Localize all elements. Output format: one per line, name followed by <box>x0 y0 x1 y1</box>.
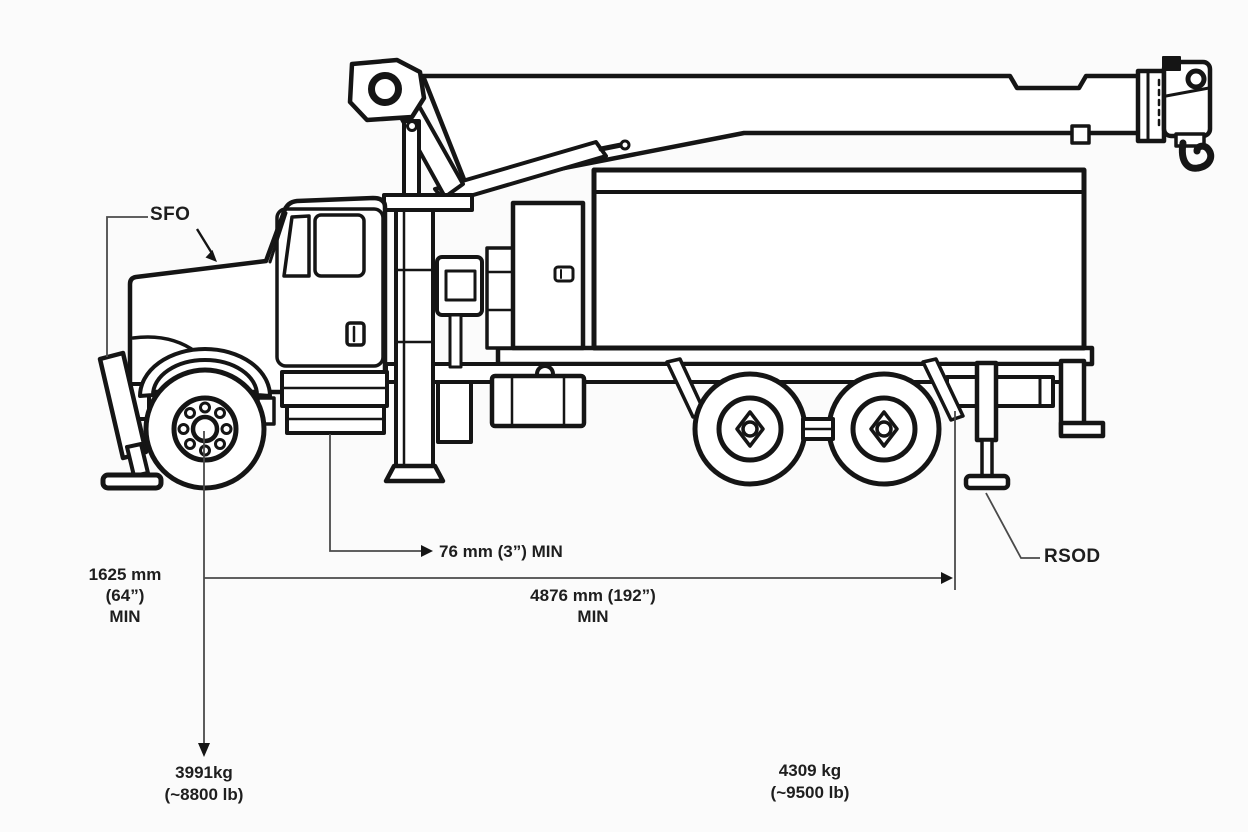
hook-icon <box>1178 139 1215 172</box>
front-min-line2: (64”) <box>105 586 145 605</box>
front-wheel <box>143 367 267 491</box>
span-line1: 4876 mm (192”) <box>530 586 656 605</box>
front-weight-line2: (~8800 lb) <box>164 785 244 804</box>
door-window <box>313 213 366 278</box>
pedestal-front-outrigger <box>382 193 484 484</box>
front-axle-arrowhead <box>198 743 210 757</box>
dimension-lines <box>106 216 1040 744</box>
front-min-dim-label: 1625 mm (64”) MIN <box>72 564 178 627</box>
service-body <box>485 167 1087 351</box>
rear-weight-line2: (~9500 lb) <box>770 783 850 802</box>
clearance-dim-label: 76 mm (3”) MIN <box>439 542 563 561</box>
front-fender <box>138 347 272 398</box>
span-arrowhead <box>941 572 953 584</box>
front-weight-line1: 3991kg <box>175 763 233 782</box>
rsod-label: RSOD <box>1044 546 1101 567</box>
span-dim-label: 4876 mm (192”) MIN <box>473 585 713 627</box>
rear-weight-label: 4309 kg (~9500 lb) <box>752 760 868 804</box>
cab-steps <box>256 370 389 435</box>
rear-wheel-1 <box>692 371 808 487</box>
rear-weight-line1: 4309 kg <box>778 761 842 780</box>
rear-outrigger-rsod <box>963 360 1011 491</box>
front-outrigger-pad <box>383 463 446 484</box>
cab-door <box>275 207 385 368</box>
front-min-line1: 1625 mm <box>88 565 162 584</box>
clearance-dim-line <box>329 434 422 552</box>
dimension-arrows <box>195 228 953 757</box>
sfo-pad <box>100 472 164 491</box>
door-handle <box>345 321 366 347</box>
front-weight-label: 3991kg (~8800 lb) <box>148 762 260 806</box>
front-min-line3: MIN <box>109 607 141 626</box>
under-frame-box <box>436 380 473 444</box>
rsod-leader-line <box>985 492 1040 559</box>
sfo-arrowhead <box>205 250 217 262</box>
fuel-tank <box>489 364 587 429</box>
span-line2: MIN <box>577 607 609 626</box>
sfo-leader-line <box>106 216 148 357</box>
rear-wheel-2 <box>826 371 942 487</box>
cargo-box <box>591 167 1087 351</box>
boom-pivot <box>347 57 465 201</box>
clearance-arrowhead <box>421 545 433 557</box>
front-outrigger-sfo <box>97 350 164 491</box>
rear-braces <box>665 357 965 422</box>
tandem-axle-link <box>801 417 835 441</box>
boom-head <box>1161 56 1215 172</box>
vent-window <box>282 214 311 278</box>
boom <box>420 68 1167 190</box>
boom-tie-lug <box>1070 124 1091 145</box>
sfo-label: SFO <box>150 204 191 225</box>
sfo-arrow-shaft <box>195 228 215 256</box>
